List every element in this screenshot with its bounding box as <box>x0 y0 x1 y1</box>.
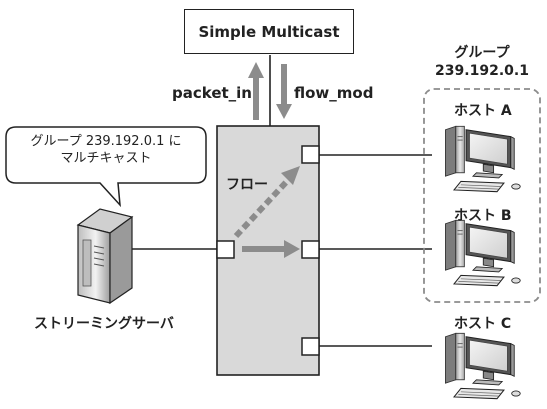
computer-icon-host-c <box>444 332 521 400</box>
callout-text: グループ 239.192.0.1 に マルチキャスト <box>8 134 204 168</box>
computer-icon-host-a <box>444 125 521 193</box>
callout-line-1: グループ 239.192.0.1 に <box>30 134 182 149</box>
group-title: グループ <box>454 45 510 61</box>
flow-arrow-solid <box>242 240 300 258</box>
port-host-b <box>301 240 320 259</box>
callout-line-2: マルチキャスト <box>60 150 152 166</box>
host-a-label: ホスト A <box>454 103 512 119</box>
callout-bubble <box>5 126 207 208</box>
host-b-label: ホスト B <box>454 208 512 224</box>
controller-box: Simple Multicast <box>184 9 354 54</box>
server-icon <box>76 208 134 305</box>
flow-mod-arrow <box>276 64 292 119</box>
flow-arrow-dashed <box>233 166 300 239</box>
flow-label: フロー <box>226 177 268 193</box>
flow-mod-label: flow_mod <box>294 84 374 102</box>
host-c-label: ホスト C <box>454 316 512 332</box>
port-host-c <box>301 337 320 356</box>
computer-icon-host-b <box>444 219 521 287</box>
connection-lines <box>130 55 432 347</box>
controller-label: Simple Multicast <box>198 22 340 41</box>
switch-ports <box>216 145 320 356</box>
server-label: ストリーミングサーバ <box>34 316 174 332</box>
group-address: 239.192.0.1 <box>435 63 529 80</box>
port-server <box>216 240 235 259</box>
packet-in-label: packet_in <box>172 84 252 102</box>
packet-in-arrow <box>248 62 264 120</box>
port-host-a <box>301 145 320 164</box>
group-label: グループ 239.192.0.1 <box>418 44 546 80</box>
